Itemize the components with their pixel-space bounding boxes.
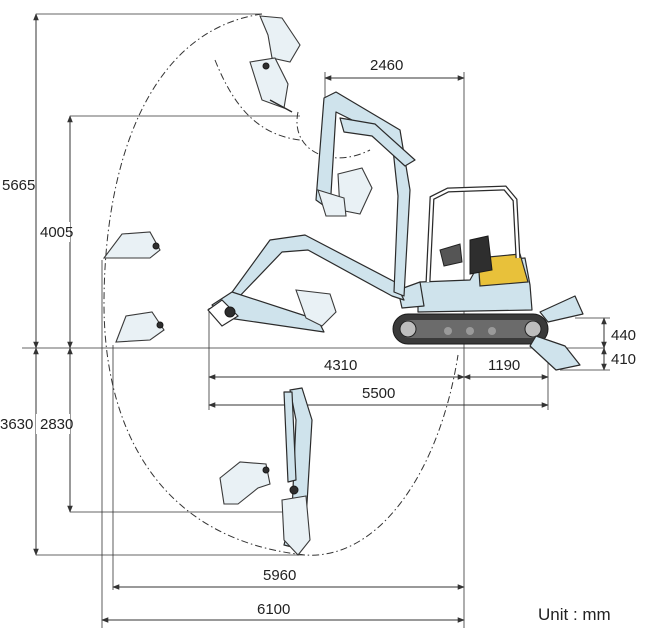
label-min-front-swing-radius: 2460 <box>370 57 403 74</box>
bucket-top-positions <box>249 15 301 113</box>
unit-label: Unit : mm <box>538 605 611 624</box>
label-rear-reach: 1190 <box>488 357 520 374</box>
label-max-reach-ground: 5960 <box>263 567 296 584</box>
boom-raised-position <box>315 91 416 297</box>
label-blade-depth: 410 <box>611 351 636 368</box>
boom-ground-position <box>207 234 405 333</box>
label-max-digging-height: 5665 <box>2 177 35 194</box>
label-blade-height: 440 <box>611 327 636 344</box>
arm-depth-position <box>219 387 313 556</box>
working-range-envelope <box>103 13 459 556</box>
operator-seat <box>469 235 493 275</box>
dozer-blade-down <box>529 335 581 371</box>
bucket-front-positions <box>102 231 165 343</box>
inner-range-arc <box>214 59 301 141</box>
label-max-digging-reach: 6100 <box>257 601 290 618</box>
label-front-reach-ground: 4310 <box>324 357 357 374</box>
label-max-dump-height: 4005 <box>40 224 73 241</box>
inner-range-arc-2 <box>296 111 371 159</box>
label-max-vertical-wall-depth: 2830 <box>40 416 73 433</box>
dozer-blade-up <box>539 295 584 323</box>
excavator-machine <box>392 185 584 371</box>
label-total-length: 5500 <box>362 385 395 402</box>
label-max-digging-depth: 3630 <box>0 416 33 433</box>
